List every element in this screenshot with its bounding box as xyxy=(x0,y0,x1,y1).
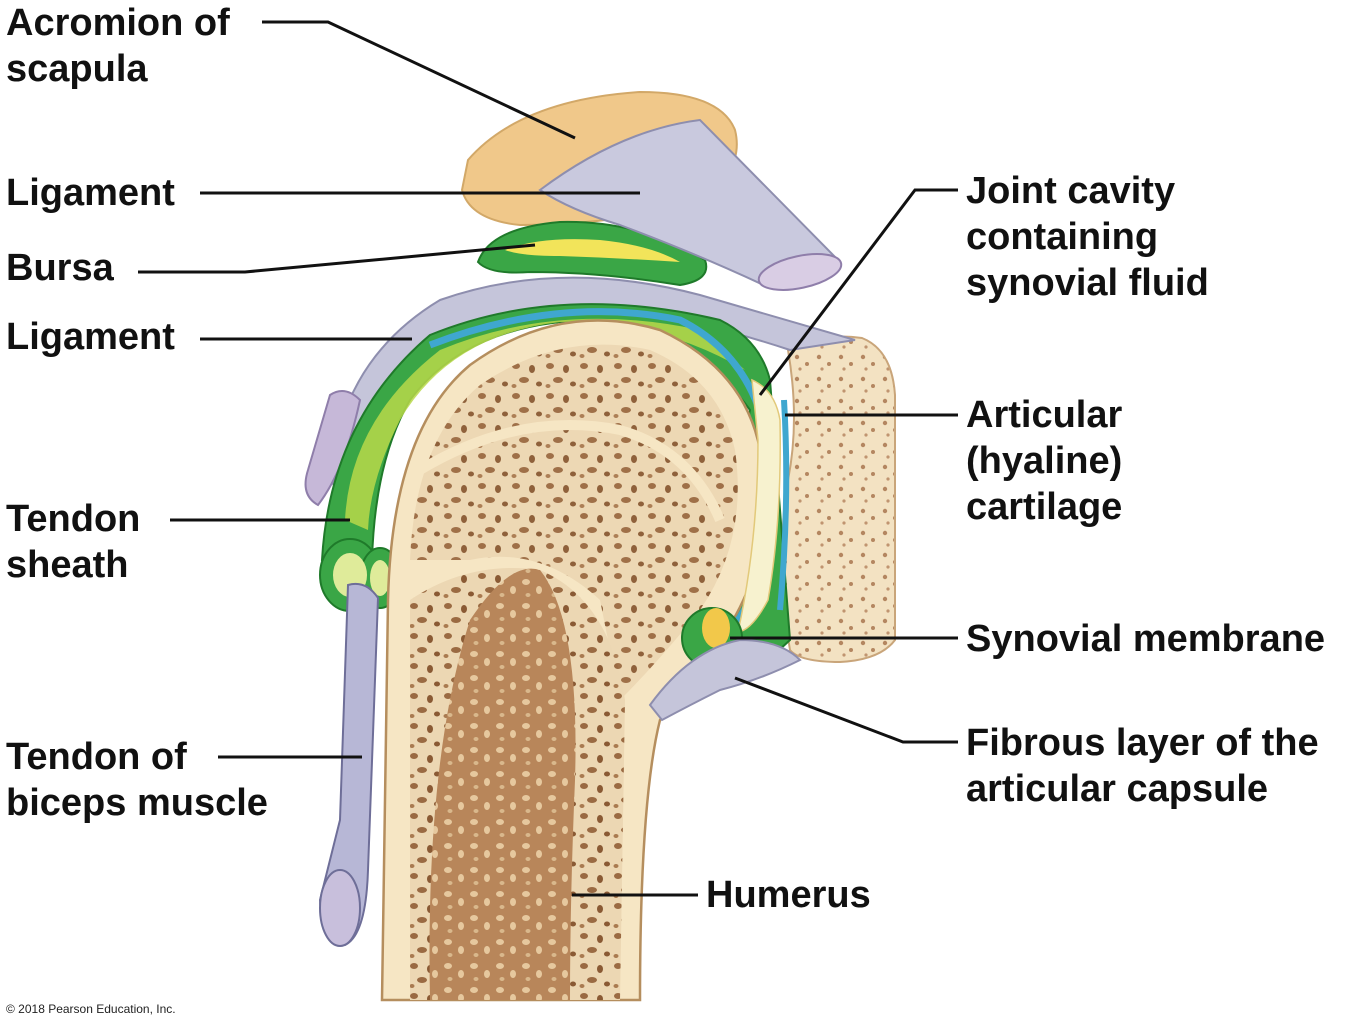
articular-cartilage-glenoid xyxy=(777,399,790,611)
fibrous-layer-bottom xyxy=(648,638,802,722)
leader-joint-cavity xyxy=(758,188,958,396)
leader-bursa xyxy=(138,243,536,274)
label-bursa: Bursa xyxy=(6,247,114,289)
joint-cavity xyxy=(737,378,781,633)
label-ligament-upper: Ligament xyxy=(6,172,175,214)
label-tendon-biceps: Tendon of biceps muscle xyxy=(6,736,268,824)
humerus-marrow-cavity xyxy=(429,568,576,1000)
label-ligament-lower: Ligament xyxy=(6,316,175,358)
leader-lines xyxy=(138,20,958,897)
leader-acromion xyxy=(262,20,576,140)
subacromial-bursa xyxy=(476,220,708,287)
label-synovial-membrane: Synovial membrane xyxy=(966,618,1326,660)
label-articular-cartilage: Articular (hyaline) cartilage xyxy=(966,394,1123,528)
label-humerus: Humerus xyxy=(706,874,871,916)
label-tendon-sheath: Tendon sheath xyxy=(6,498,141,586)
glenoid-cavity-of-scapula xyxy=(781,335,896,664)
synovial-membrane-inner-light xyxy=(345,318,745,530)
copyright-notice: © 2018 Pearson Education, Inc. xyxy=(6,1002,176,1016)
ligament-cut-end xyxy=(757,253,843,291)
label-joint-cavity: Joint cavity containing synovial fluid xyxy=(966,170,1209,304)
biceps-tendon-cut-end xyxy=(319,869,361,947)
leader-fibrous-layer xyxy=(734,676,958,744)
humerus-epiphyseal-line xyxy=(417,420,725,522)
label-acromion: Acromion of scapula xyxy=(6,2,230,90)
label-fibrous-layer: Fibrous layer of the articular capsule xyxy=(966,722,1319,810)
